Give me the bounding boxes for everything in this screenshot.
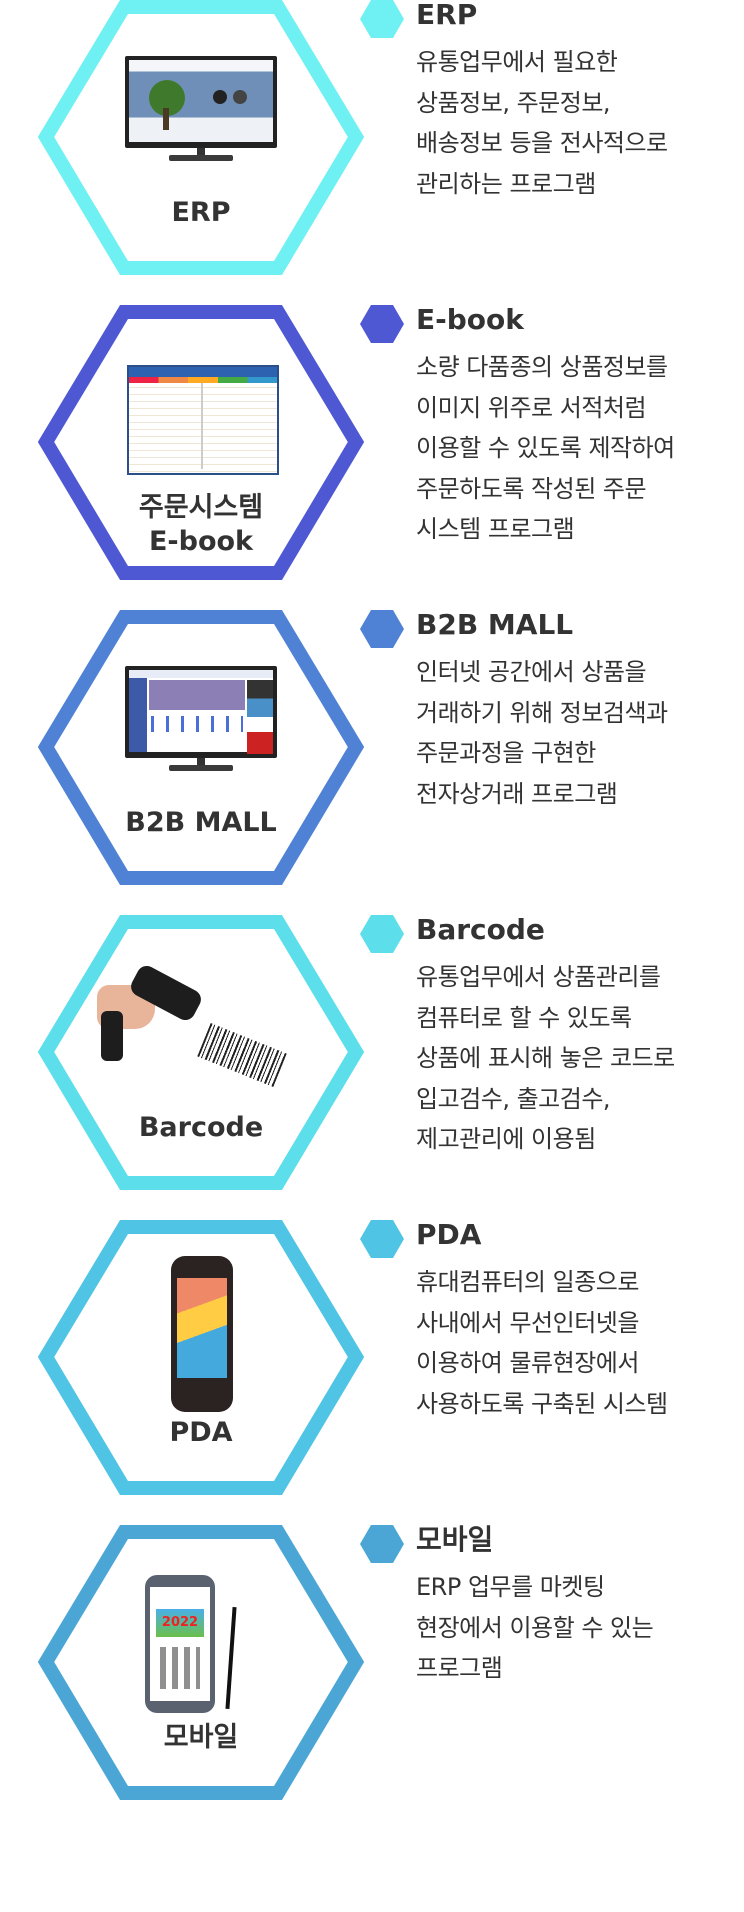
product-image bbox=[125, 1256, 277, 1412]
hexagon-label-line: ERP bbox=[171, 197, 231, 228]
hexagon-bullet-icon bbox=[360, 915, 404, 953]
description-line: 시스템 프로그램 bbox=[416, 515, 575, 543]
description-line: 휴대컴퓨터의 일종으로 bbox=[416, 1268, 639, 1296]
section-title: B2B MALL bbox=[416, 608, 574, 641]
hexagon-label-line: Barcode bbox=[138, 1112, 264, 1143]
hexagon-label-line: 모바일 bbox=[163, 1722, 239, 1753]
b2b-monitor-image bbox=[125, 666, 277, 778]
hexagon-label: Barcode bbox=[38, 1111, 364, 1145]
product-image bbox=[125, 361, 279, 475]
product-image: 2022 bbox=[125, 1575, 277, 1713]
description-line: 상품정보, 주문정보, bbox=[416, 88, 611, 117]
hexagon-label-line: 주문시스템 bbox=[138, 492, 264, 523]
description-line: 이용하여 물류현장에서 bbox=[416, 1349, 639, 1377]
description-line: 이용할 수 있도록 제작하여 bbox=[416, 434, 675, 462]
hexagon-label-line: PDA bbox=[169, 1417, 233, 1448]
hexagon-label: 모바일 bbox=[38, 1721, 364, 1755]
section-title: ERP bbox=[416, 0, 478, 31]
section-title: 모바일 bbox=[416, 1523, 494, 1556]
hexagon-bullet-icon bbox=[360, 305, 404, 343]
description-line: 현장에서 이용할 수 있는 bbox=[416, 1613, 654, 1642]
section-title: Barcode bbox=[416, 913, 545, 946]
hexagon-bullet-icon bbox=[360, 0, 404, 38]
description-line: 입고검수, 출고검수, bbox=[416, 1084, 611, 1113]
description-line: 관리하는 프로그램 bbox=[416, 169, 596, 198]
description-line: 유통업무에서 필요한 bbox=[416, 48, 618, 76]
description-line: 거래하기 위해 정보검색과 bbox=[416, 698, 668, 727]
description-line: 컴퓨터로 할 수 있도록 bbox=[416, 1003, 632, 1032]
ebook-screen-image bbox=[127, 365, 279, 475]
description-line: 프로그램 bbox=[416, 1654, 503, 1682]
barcode-scanner-image bbox=[97, 962, 297, 1101]
mobile-phone-image: 2022 bbox=[145, 1575, 265, 1715]
hexagon-bullet-icon bbox=[360, 1525, 404, 1563]
description-line: 사용하도록 구축된 시스템 bbox=[416, 1389, 668, 1418]
description-line: 이미지 위주로 서적처럼 bbox=[416, 393, 647, 422]
description-line: 제고관리에 이용됨 bbox=[416, 1125, 596, 1153]
hexagon-label-line: B2B MALL bbox=[125, 807, 277, 838]
hexagon-label: B2B MALL bbox=[38, 806, 364, 840]
hexagon-bullet-icon bbox=[360, 1220, 404, 1258]
description-line: 전자상거래 프로그램 bbox=[416, 779, 618, 808]
hexagon-label: ERP bbox=[38, 196, 364, 230]
description-line: 주문과정을 구현한 bbox=[416, 739, 596, 767]
hexagon-label: PDA bbox=[38, 1416, 364, 1450]
description-line: ERP 업무를 마켓팅 bbox=[416, 1573, 605, 1601]
description-line: 소량 다품종의 상품정보를 bbox=[416, 353, 668, 381]
erp-monitor-image bbox=[125, 56, 277, 168]
product-image bbox=[125, 56, 277, 168]
section-title: PDA bbox=[416, 1218, 482, 1251]
description-line: 주문하도록 작성된 주문 bbox=[416, 474, 647, 503]
description-line: 사내에서 무선인터넷을 bbox=[416, 1308, 639, 1337]
product-image bbox=[125, 666, 277, 778]
product-image bbox=[97, 962, 287, 1088]
pda-device-image bbox=[171, 1256, 233, 1412]
description-line: 인터넷 공간에서 상품을 bbox=[416, 658, 647, 686]
description-line: 유통업무에서 상품관리를 bbox=[416, 963, 661, 991]
hexagon-bullet-icon bbox=[360, 610, 404, 648]
hexagon-label-line: E-book bbox=[148, 526, 254, 557]
section-title: E-book bbox=[416, 303, 524, 336]
description-line: 상품에 표시해 놓은 코드로 bbox=[416, 1044, 675, 1072]
description-line: 배송정보 등을 전사적으로 bbox=[416, 129, 668, 157]
